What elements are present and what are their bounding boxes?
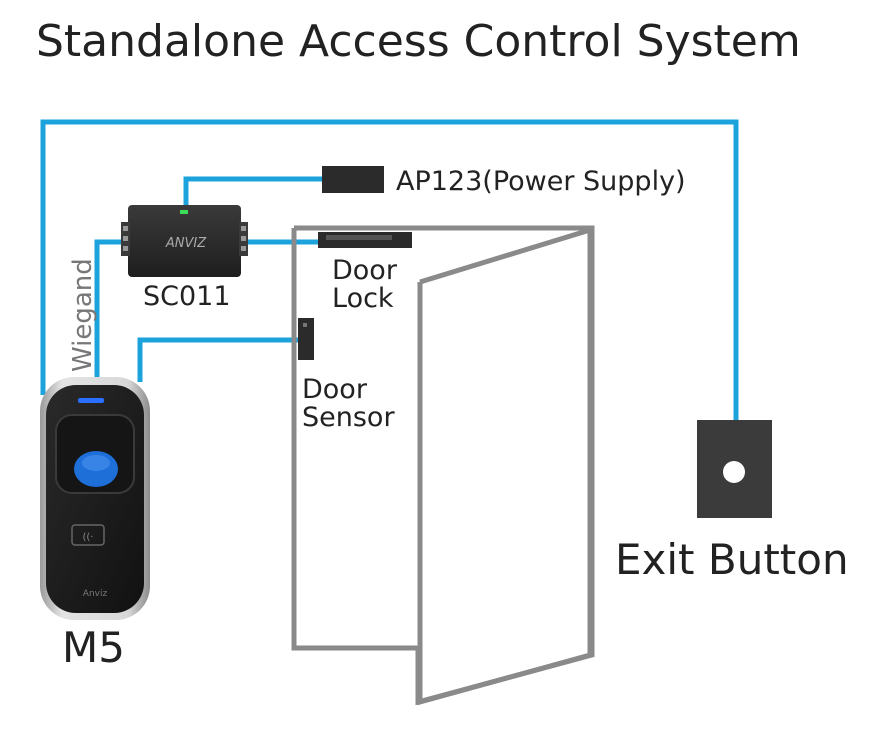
reader-label: M5 [62, 623, 125, 672]
exit-button-device [697, 420, 772, 518]
power-supply-device [322, 166, 384, 193]
controller-led [180, 210, 188, 214]
reader-brand-text: Anviz [83, 589, 108, 599]
door-sensor-label-line2: Sensor [302, 402, 395, 433]
diagram-title: Standalone Access Control System [36, 16, 801, 67]
power-supply-wire [183, 176, 325, 205]
wiegand-label: Wiegand [68, 258, 98, 372]
sc011-controller: ANVIZ [121, 205, 248, 277]
power-supply-label: AP123(Power Supply) [396, 166, 686, 197]
door-lock-label-line1: Door [332, 255, 398, 286]
exit-button-label: Exit Button [615, 535, 849, 584]
exit-button-circle [723, 461, 745, 483]
exit-button-wire [40, 119, 739, 422]
door-sensor-device [298, 318, 314, 360]
wiegand-wire [94, 239, 130, 377]
door-lock-plate [326, 235, 392, 240]
door-sensor-screw [303, 323, 307, 327]
door-sensor-wire [137, 337, 300, 382]
door-lock-label-line2: Lock [332, 283, 394, 314]
svg-text:((·: ((· [83, 532, 94, 543]
reader-status-led [78, 398, 104, 403]
wires [40, 119, 739, 422]
door-leaf [417, 226, 593, 706]
m5-reader: ((· Anviz [40, 377, 150, 620]
controller-label: SC011 [143, 281, 231, 312]
rfid-card-icon [71, 524, 105, 546]
door-sensor-label-line1: Door [302, 374, 368, 405]
controller-brand-text: ANVIZ [165, 236, 207, 251]
